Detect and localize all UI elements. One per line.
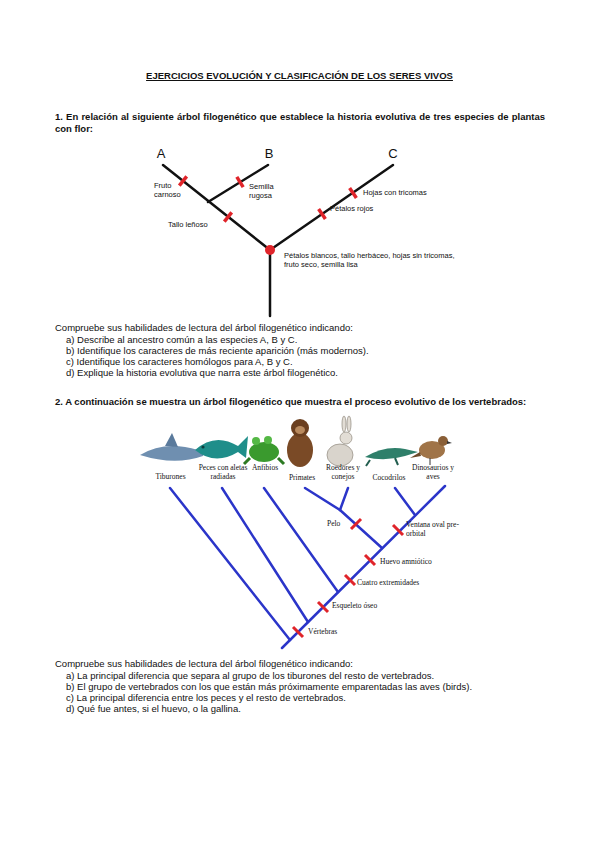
character-label: Semilla rugosa xyxy=(249,182,289,200)
trait-mark xyxy=(345,575,355,585)
question-heading: 2. A continuación se muestra un árbol fi… xyxy=(55,396,545,408)
tree-branch xyxy=(340,510,382,548)
trait-label: Vértebras xyxy=(308,627,363,636)
trait-mark xyxy=(393,525,403,535)
plant-tree xyxy=(163,165,393,316)
trait-mark xyxy=(351,519,361,529)
shark-picture xyxy=(140,433,205,461)
animal-pictures xyxy=(140,416,452,467)
character-label: Tallo leñoso xyxy=(168,220,228,229)
species-letter: B xyxy=(262,146,276,162)
group-label: Anfibios xyxy=(244,463,286,472)
question-item: d) Qué fue antes, si el huevo, o la gall… xyxy=(66,703,562,715)
tree-branch xyxy=(395,488,415,515)
tree-branch xyxy=(222,488,308,622)
trait-label: Pelo xyxy=(327,519,351,528)
character-mark xyxy=(224,212,231,221)
question-item: b) Identifique los caracteres de más rec… xyxy=(66,345,562,357)
ancestor-traits: Pétalos blancos, tallo herbáceo, hojas s… xyxy=(284,251,459,269)
bird-picture xyxy=(410,436,452,465)
trait-label: Huevo amniótico xyxy=(380,557,460,566)
crocodile-picture xyxy=(365,448,418,466)
tree-branch xyxy=(163,165,270,250)
question-item: c) La principal diferencia entre los pec… xyxy=(66,692,562,704)
instruction-text: Compruebe sus habilidades de lectura del… xyxy=(55,322,545,334)
question-heading: 1. En relación al siguiente árbol filoge… xyxy=(55,111,545,134)
instruction-text: Compruebe sus habilidades de lectura del… xyxy=(55,658,545,670)
group-label: Primates xyxy=(282,473,322,482)
species-letter: A xyxy=(154,146,168,162)
frog-picture xyxy=(244,436,284,464)
primate-picture xyxy=(287,419,313,467)
character-mark xyxy=(179,176,186,185)
character-mark xyxy=(319,209,326,219)
trait-mark xyxy=(293,627,303,637)
trait-mark xyxy=(318,602,328,612)
question-item: c) Identifique los caracteres homólogos … xyxy=(66,356,562,368)
group-label: Roedores y conejos xyxy=(320,463,366,481)
tree-branch xyxy=(340,488,348,510)
question-item: a) Describe al ancestro común a las espe… xyxy=(66,334,562,346)
character-mark xyxy=(237,177,243,187)
trait-label: Cuatro extremidades xyxy=(357,578,447,587)
trait-label: Esqueleto óseo xyxy=(332,601,407,610)
page-title: EJERCICIOS EVOLUCIÓN Y CLASIFICACIÓN DE … xyxy=(0,70,599,82)
question-item: b) El grupo de vertebrados con los que e… xyxy=(66,681,562,693)
trait-label: Ventana oval pre-orbital xyxy=(406,520,461,538)
group-label: Cocodrilos xyxy=(367,473,411,482)
rabbit-picture xyxy=(327,416,353,466)
character-label: Fruto carnoso xyxy=(154,181,190,199)
character-label: Hojas con tricomas xyxy=(363,188,458,197)
tree-trunk xyxy=(269,250,272,316)
question-item: a) La principal diferencia que separa al… xyxy=(66,670,562,682)
group-label: Tiburones xyxy=(143,472,198,481)
fish-picture xyxy=(195,436,248,459)
tree-branch xyxy=(270,165,393,250)
group-label: Dinosaurios y aves xyxy=(408,463,458,481)
group-label: Peces con aletas radiadas xyxy=(196,463,250,481)
trait-mark xyxy=(365,555,375,565)
character-label: Pétalos rojos xyxy=(330,204,390,213)
tree-spine xyxy=(282,486,445,648)
tree-branch xyxy=(264,488,338,592)
vertebrate-tree xyxy=(170,486,445,648)
character-mark xyxy=(350,188,357,198)
character-marks xyxy=(179,176,356,221)
tree-branch xyxy=(305,488,340,510)
ancestor-dot xyxy=(265,245,275,255)
species-letter: C xyxy=(386,146,400,162)
question-item: d) Explique la historia evolutiva que na… xyxy=(66,367,562,379)
